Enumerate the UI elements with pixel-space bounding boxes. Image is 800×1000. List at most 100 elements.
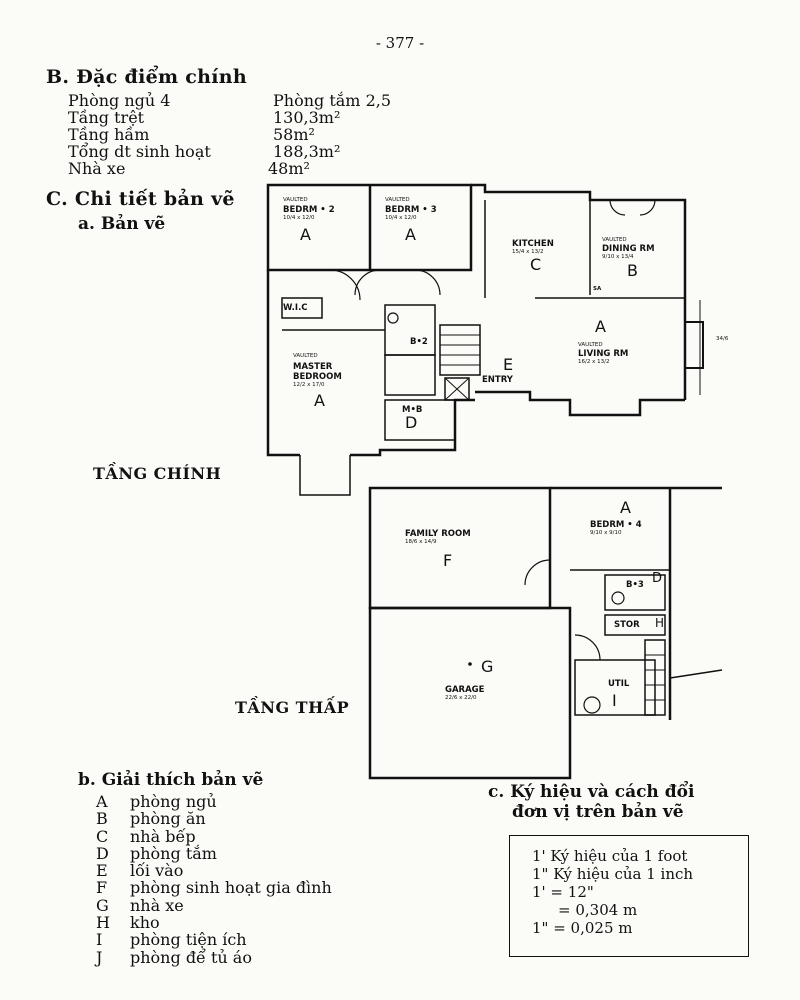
feature-key: Tầng hầm: [68, 125, 150, 144]
room-stor-name: STOR: [614, 620, 640, 630]
legend-text: lối vào: [130, 861, 184, 881]
legend-text: nhà xe: [130, 895, 184, 915]
living-south-wall: [475, 390, 685, 417]
room-master-name2: BEDROOM: [293, 372, 342, 382]
room-garage-dim: 22/6 x 22/0: [445, 695, 477, 701]
legend-text: phòng tiện ích: [130, 930, 247, 950]
room-mb-letter: D: [405, 413, 417, 432]
room-util-name: UTIL: [608, 679, 630, 689]
subsection-b-title: b. Giải thích bản vẽ: [78, 770, 264, 790]
room-bedrm3-name: BEDRM • 3: [385, 205, 437, 215]
symbol-line: 1' Ký hiệu của 1 foot: [532, 847, 688, 865]
legend-text: phòng ngủ: [130, 792, 217, 811]
garage-wall: [368, 606, 572, 780]
room-bedrm2-name: BEDRM • 2: [283, 205, 335, 215]
room-family-letter: F: [443, 551, 452, 570]
room-b3-letter: D: [652, 571, 662, 586]
legend-text: phòng để tủ áo: [130, 947, 252, 967]
room-bedrm2-dim: 10/4 x 12/0: [283, 215, 315, 221]
room-bedrm4-name: BEDRM • 4: [590, 520, 642, 530]
floor-label-lower: TẦNG THẤP: [235, 698, 350, 717]
feature-value: 188,3m²: [273, 142, 341, 161]
room-kitchen-letter: C: [530, 255, 541, 274]
bath3-wall: [604, 574, 666, 611]
room-family-dim: 18/6 x 14/9: [405, 539, 437, 545]
room-dining-name: DINING RM: [602, 244, 655, 254]
room-master-letter: A: [314, 391, 325, 410]
master-bay-window: [299, 455, 351, 496]
feature-value: 48m²: [268, 159, 310, 178]
feature-value: 130,3m²: [273, 108, 341, 127]
wic-wall: [281, 297, 323, 319]
room-util-letter: I: [612, 691, 617, 710]
section-b-title: B. Đặc điểm chính: [46, 66, 248, 88]
room-bedrm2-letter: A: [300, 225, 311, 244]
legend-text: phòng tắm: [130, 843, 217, 863]
room-family-name: FAMILY ROOM: [405, 529, 471, 539]
room-wic-name: W.I.C: [283, 303, 308, 313]
room-bedrm4-dim: 9/10 x 9/10: [590, 530, 622, 536]
legend-letter: F: [96, 878, 108, 898]
subsection-c-title-line1: c. Ký hiệu và cách đổi: [488, 782, 695, 802]
entry-closet: [444, 377, 470, 401]
legend-letter: E: [96, 861, 108, 881]
room-living-name: LIVING RM: [578, 349, 628, 359]
room-bedrm3-letter: A: [405, 225, 416, 244]
door-arc: [414, 269, 441, 296]
legend-text: phòng sinh hoạt gia đình: [130, 878, 332, 898]
room-bedrm4-letter: A: [620, 498, 631, 517]
door-arc: [354, 269, 381, 296]
vaulted-label: VAULTED: [385, 197, 410, 203]
lower-stairs: [644, 639, 666, 716]
door-arc: [574, 634, 601, 661]
util-wall: [574, 659, 656, 716]
feature-key: Tầng trệt: [68, 108, 145, 127]
stor-wall: [604, 614, 666, 636]
door-arc: [524, 559, 551, 586]
section-c-title: C. Chi tiết bản vẽ: [46, 188, 235, 210]
symbol-line: = 0,304 m: [558, 901, 638, 919]
garage-marker: [468, 662, 472, 666]
mbath-wall: [384, 399, 456, 441]
symbol-line: 1" = 0,025 m: [532, 919, 633, 937]
feature-value: Phòng tắm 2,5: [273, 91, 392, 110]
room-entry-letter: E: [503, 355, 513, 374]
room-living-dim: 16/2 x 13/2: [578, 359, 609, 365]
legend-letter: J: [96, 947, 103, 967]
legend-letter: B: [96, 809, 108, 829]
symbol-line: 1" Ký hiệu của 1 inch: [532, 865, 694, 883]
room-kitchen-name: KITCHEN: [512, 239, 554, 249]
feature-key: Phòng ngủ 4: [68, 91, 171, 110]
legend-text: nhà bếp: [130, 826, 196, 846]
room-garage-name: GARAGE: [445, 685, 485, 695]
legend-text: phòng ăn: [130, 809, 206, 829]
legend-text: kho: [130, 913, 160, 933]
kitchen-north-wall: [471, 183, 687, 400]
room-dining-letter: B: [627, 261, 638, 280]
feature-key: Tổng dt sinh hoạt: [68, 142, 211, 161]
legend-letter: I: [96, 930, 103, 950]
master-west-wall: [266, 270, 300, 457]
page-number: - 377 -: [375, 34, 425, 52]
room-master-name1: MASTER: [293, 362, 333, 372]
tub-wall: [384, 354, 436, 396]
room-master-dim: 12/2 x 17/0: [293, 382, 325, 388]
subsection-c-title-line2: đơn vị trên bản vẽ: [512, 802, 684, 822]
fireplace: [685, 321, 704, 369]
room-b2-name: B•2: [410, 337, 428, 347]
legend-letter: A: [96, 792, 108, 811]
room-dining-dim: 9/10 x 13/4: [602, 254, 634, 260]
room-entry-name: ENTRY: [482, 375, 514, 385]
room-b3-name: B•3: [626, 580, 644, 590]
door-arc: [329, 269, 361, 301]
vaulted-label: VAULTED: [283, 197, 308, 203]
